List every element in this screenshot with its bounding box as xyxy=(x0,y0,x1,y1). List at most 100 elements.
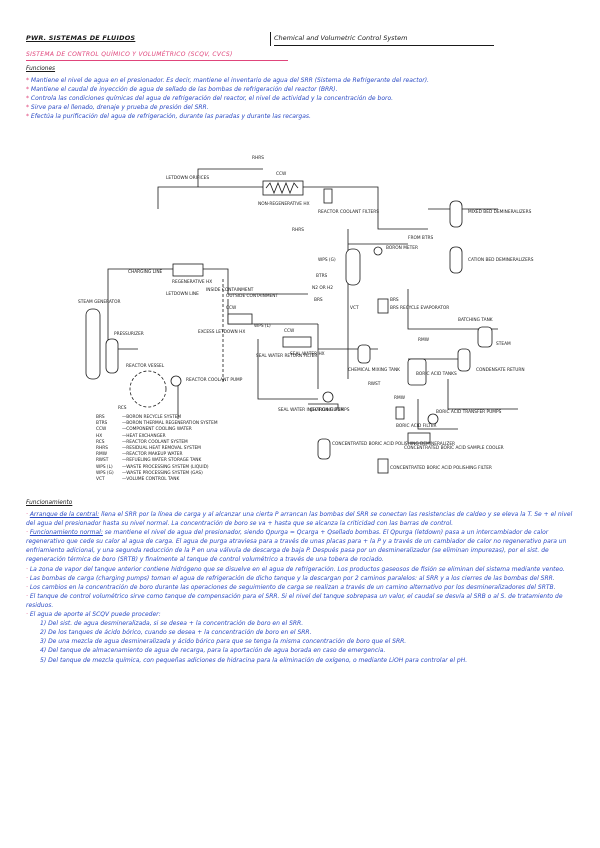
diagram-label: RMW xyxy=(394,395,406,401)
legend-row: RMW—REACTOR MAKEUP WATER xyxy=(96,452,183,458)
filter-shape xyxy=(323,188,333,204)
condensate-return-shape xyxy=(457,348,471,372)
aporte-item: 5) Del tanque de mezcla química, con peq… xyxy=(40,656,468,664)
steam-generator-shape xyxy=(85,308,101,380)
funcionamiento-paragraph: · Arranque de la central: llena el SRR p… xyxy=(26,511,573,528)
diagram-label: BTRS xyxy=(316,273,328,279)
funciones-list: * Mantiene el nivel de agua en el presio… xyxy=(26,76,574,121)
diagram-label: BRS xyxy=(390,297,399,303)
funcion-item: * Mantiene el caudal de inyección de agu… xyxy=(26,86,338,94)
funcion-item: * Efectúa la purificación del agua de re… xyxy=(26,113,311,121)
diagram-label: CCW xyxy=(226,305,237,311)
legend-row: RCS—REACTOR COOLANT SYSTEM xyxy=(96,439,188,445)
reactor-coolant-pump-shape xyxy=(170,375,182,387)
reactor-vessel-shape xyxy=(129,370,167,408)
legend-row: HX—HEAT EXCHANGER xyxy=(96,433,166,439)
diagram-label: RHRS xyxy=(292,227,304,233)
diagram-label: SEAL WATER RETURN FILTER xyxy=(256,353,317,359)
chemical-mixing-tank-shape xyxy=(357,344,371,364)
diagram-legend: BRS—BORON RECYCLE SYSTEM BTRS—BORON THER… xyxy=(96,415,218,483)
legend-row: WPS (G)—WASTE PROCESSING SYSTEM (GAS) xyxy=(96,470,203,476)
diagram-label: CONCENTRATED BORIC ACID SAMPLE COOLER xyxy=(404,445,504,451)
diagram-label: EXCESS LETDOWN HX xyxy=(198,329,245,335)
section-underline xyxy=(26,60,288,61)
header-right-title: Chemical and Volumetric Control System xyxy=(274,34,408,42)
brs-evaporator-shape xyxy=(377,298,389,314)
diagram-label: CHEMICAL MIXING TANK xyxy=(348,367,400,373)
diagram-label: RMW xyxy=(418,337,430,343)
diagram-label: REACTOR COOLANT FILTERS xyxy=(318,209,379,215)
diagram-label: REACTOR VESSEL xyxy=(126,363,165,369)
legend-row: VCT—VOLUME CONTROL TANK xyxy=(96,477,180,483)
diagram-label: WPS (G) xyxy=(318,257,336,263)
funcionamiento-paragraph: · La zona de vapor del tanque anterior c… xyxy=(26,565,565,573)
mixed-bed-demineralizer-shape xyxy=(449,200,463,228)
cvcs-flow-diagram: RHRS LETDOWN ORIFICES CCW NON-REGENERATI… xyxy=(78,149,538,493)
diagram-label: CONCENTRATED BORIC ACID POLISHING DEMINE… xyxy=(332,441,455,447)
diagram-label: CHARGING PUMPS xyxy=(310,407,350,413)
volume-control-tank-shape xyxy=(345,248,361,286)
boron-meter-shape xyxy=(373,246,383,256)
funcionamiento-body: · Arranque de la central: llena el SRR p… xyxy=(26,510,574,665)
diagram-label: STEAM GENERATOR xyxy=(78,299,120,305)
diagram-label: RHRS xyxy=(252,155,264,161)
boric-acid-filter-shape xyxy=(395,406,405,420)
funcion-item: * Controla las condiciones químicas del … xyxy=(26,95,394,103)
diagram-label: CCW xyxy=(284,328,295,334)
charging-pump-shape xyxy=(322,391,334,403)
cvcs-diagram-svg: RHRS LETDOWN ORIFICES CCW NON-REGENERATI… xyxy=(78,155,534,474)
diagram-label: WPS (L) xyxy=(254,323,271,329)
funcionamiento-paragraph: · Funcionamiento normal: se mantiene el … xyxy=(26,529,567,564)
diagram-label: RWST xyxy=(368,381,381,387)
diagram-label: VCT xyxy=(350,305,359,311)
funcionamiento-paragraph: · Las bombas de carga (charging pumps) t… xyxy=(26,574,555,582)
polishing-filter-shape xyxy=(377,458,389,474)
diagram-label: BATCHING TANK xyxy=(458,317,493,323)
diagram-label: BORIC ACID TANKS xyxy=(416,371,457,377)
legend-row: RHRS—RESIDUAL HEAT REMOVAL SYSTEM xyxy=(96,446,201,452)
diagram-labels: RHRS LETDOWN ORIFICES CCW NON-REGENERATI… xyxy=(78,155,534,471)
diagram-label: LETDOWN ORIFICES xyxy=(166,175,209,181)
section-title: SISTEMA DE CONTROL QUÍMICO Y VOLUMÉTRICO… xyxy=(26,51,233,58)
non-regenerative-hx-shape xyxy=(262,180,304,196)
legend-row: CCW—COMPONENT COOLING WATER xyxy=(96,427,192,433)
diagram-label: BORON METER xyxy=(386,245,418,251)
header-left-title: PWR. SISTEMAS DE FLUIDOS xyxy=(26,34,136,42)
batching-tank-shape xyxy=(477,326,493,348)
diagram-label: NON-REGENERATIVE HX xyxy=(258,201,310,207)
diagram-label: BRS RECYCLE EVAPORATOR xyxy=(390,305,449,311)
legend-row: BTRS—BORON THERMAL REGENERATION SYSTEM xyxy=(96,421,218,427)
funcionamiento-heading: Funcionamiento xyxy=(26,500,73,506)
regenerative-hx-shape xyxy=(172,263,204,277)
diagram-label: CCW xyxy=(276,171,287,177)
diagram-label: LETDOWN LINE xyxy=(166,291,199,297)
diagram-label: CATION BED DEMINERALIZERS xyxy=(468,257,534,263)
aporte-item: 4) Del tanque de almacenamiento de agua … xyxy=(40,647,386,655)
legend-row: WPS (L)—WASTE PROCESSING SYSTEM (LIQUID) xyxy=(96,464,209,470)
sample-cooler-shape xyxy=(407,432,431,444)
excess-letdown-hx-shape xyxy=(227,313,253,325)
diagram-label: OUTSIDE CONTAINMENT xyxy=(226,293,278,299)
diagram-label: RCS xyxy=(118,405,127,411)
diagram-label: INSIDE CONTAINMENT xyxy=(206,287,254,293)
diagram-label: MIXED BED DEMINERALIZERS xyxy=(468,209,532,215)
seal-water-hx-shape xyxy=(282,336,312,348)
funcionamiento-paragraph: · El tanque de control volumétrico sirve… xyxy=(26,592,563,609)
header-bracket xyxy=(270,32,275,46)
diagram-label: BORIC ACID FILTER xyxy=(396,423,437,429)
header-underline xyxy=(274,45,494,46)
diagram-label: SEAL WATER HX xyxy=(290,351,325,357)
pressurizer-shape xyxy=(105,338,119,374)
diagram-label: SEAL WATER INJECTION FILTER xyxy=(278,407,344,413)
diagram-label: CONCENTRATED BORIC ACID POLISHING FILTER xyxy=(390,465,492,471)
hx-coil-icon xyxy=(265,181,299,195)
funciones-heading: Funciones xyxy=(26,66,56,72)
diagram-label: FROM BTRS xyxy=(408,235,433,241)
funcionamiento-paragraph: · Los cambios en la concentración de bor… xyxy=(26,583,556,591)
funcion-item: * Sirve para el llenado, drenaje y prueb… xyxy=(26,104,209,112)
funcionamiento-paragraph: · El agua de aporte al SCQV puede proced… xyxy=(26,611,161,619)
cation-bed-demineralizer-shape xyxy=(449,246,463,274)
aporte-item: 3) De una mezcla de agua desmineralizada… xyxy=(40,638,407,646)
legend-row: BRS—BORON RECYCLE SYSTEM xyxy=(96,415,182,420)
funcion-item: * Mantiene el nivel de agua en el presio… xyxy=(26,77,429,84)
